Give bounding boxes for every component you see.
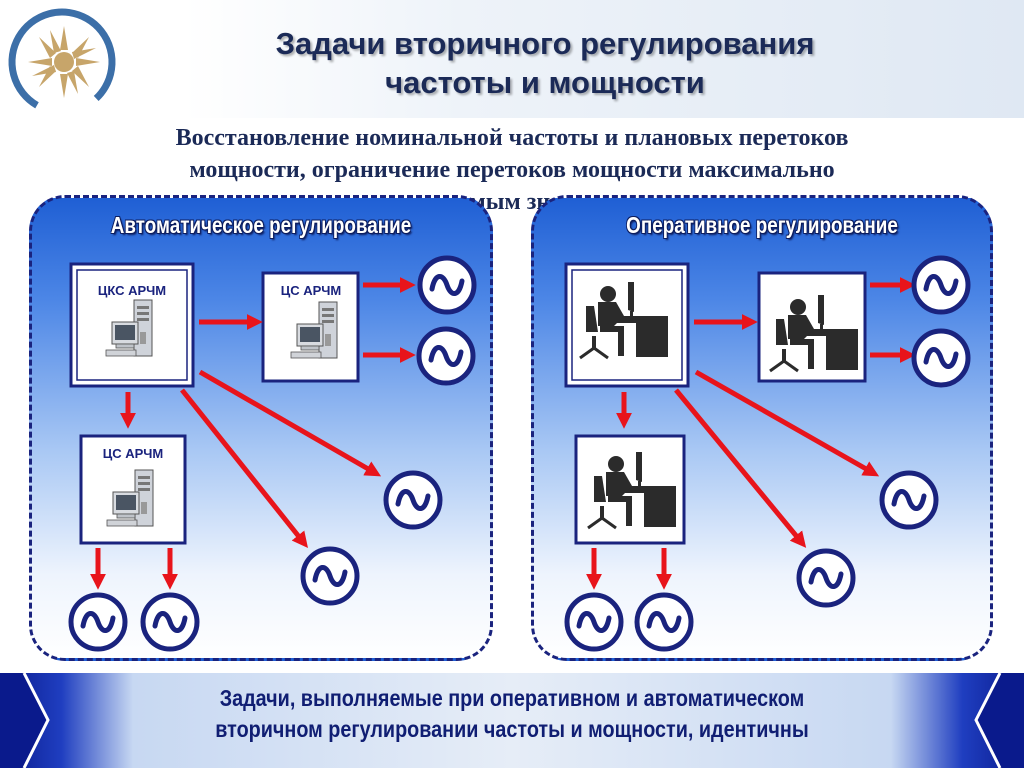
generator-icon bbox=[637, 595, 691, 649]
generator-icon bbox=[143, 595, 197, 649]
automatic-panel-title: Автоматическое регулирование bbox=[110, 212, 412, 238]
box-cs-archm-bottom bbox=[79, 434, 187, 545]
footer-banner bbox=[0, 673, 1024, 768]
footer-text: Задачи, выполняемые при оперативном и ав… bbox=[140, 683, 883, 745]
box-cks-archm bbox=[69, 262, 195, 388]
box-label-cs-archm-bottom: ЦС АРЧМ bbox=[102, 446, 164, 461]
arrow-icon bbox=[694, 369, 880, 477]
header: Задачи вторичного регулирования частоты … bbox=[0, 0, 1024, 118]
generator-icon bbox=[386, 473, 440, 527]
box-label-cs-archm-right: ЦС АРЧМ bbox=[280, 283, 342, 298]
generator-icon bbox=[882, 473, 936, 527]
box-operator-right bbox=[757, 271, 867, 383]
box-operator-main bbox=[564, 262, 690, 388]
generator-icon bbox=[567, 595, 621, 649]
generator-icon bbox=[914, 331, 968, 385]
generator-icon bbox=[799, 551, 853, 605]
footer-line-2: вторичном регулировании частоты и мощнос… bbox=[215, 716, 809, 742]
generator-icon bbox=[420, 258, 474, 312]
generator-icon bbox=[914, 258, 968, 312]
company-logo-icon bbox=[8, 8, 116, 116]
operative-panel-title: Оперативное регулирование bbox=[626, 212, 898, 238]
box-operator-bottom bbox=[574, 434, 686, 545]
title-line-1: Задачи вторичного регулирования bbox=[275, 26, 815, 61]
arrows-operative bbox=[585, 276, 916, 590]
arrow-icon bbox=[180, 388, 308, 549]
arrow-icon bbox=[198, 369, 382, 477]
subtitle-line-2: мощности, ограничение перетоков мощности… bbox=[189, 157, 835, 183]
box-label-cks-archm: ЦКС АРЧМ bbox=[97, 283, 167, 298]
footer-line-1: Задачи, выполняемые при оперативном и ав… bbox=[219, 685, 805, 711]
title-line-2: частоты и мощности bbox=[385, 65, 705, 100]
chevron-left-icon bbox=[974, 673, 1024, 768]
chevron-right-icon bbox=[0, 673, 50, 768]
generator-icon bbox=[303, 549, 357, 603]
box-cs-archm-right bbox=[261, 271, 360, 383]
page-title: Задачи вторичного регулирования частоты … bbox=[200, 24, 890, 102]
generator-icon bbox=[71, 595, 125, 649]
arrows-automatic bbox=[89, 276, 416, 590]
generator-icon bbox=[419, 329, 473, 383]
arrow-icon bbox=[674, 388, 807, 548]
subtitle-line-1: Восстановление номинальной частоты и пла… bbox=[175, 125, 849, 151]
